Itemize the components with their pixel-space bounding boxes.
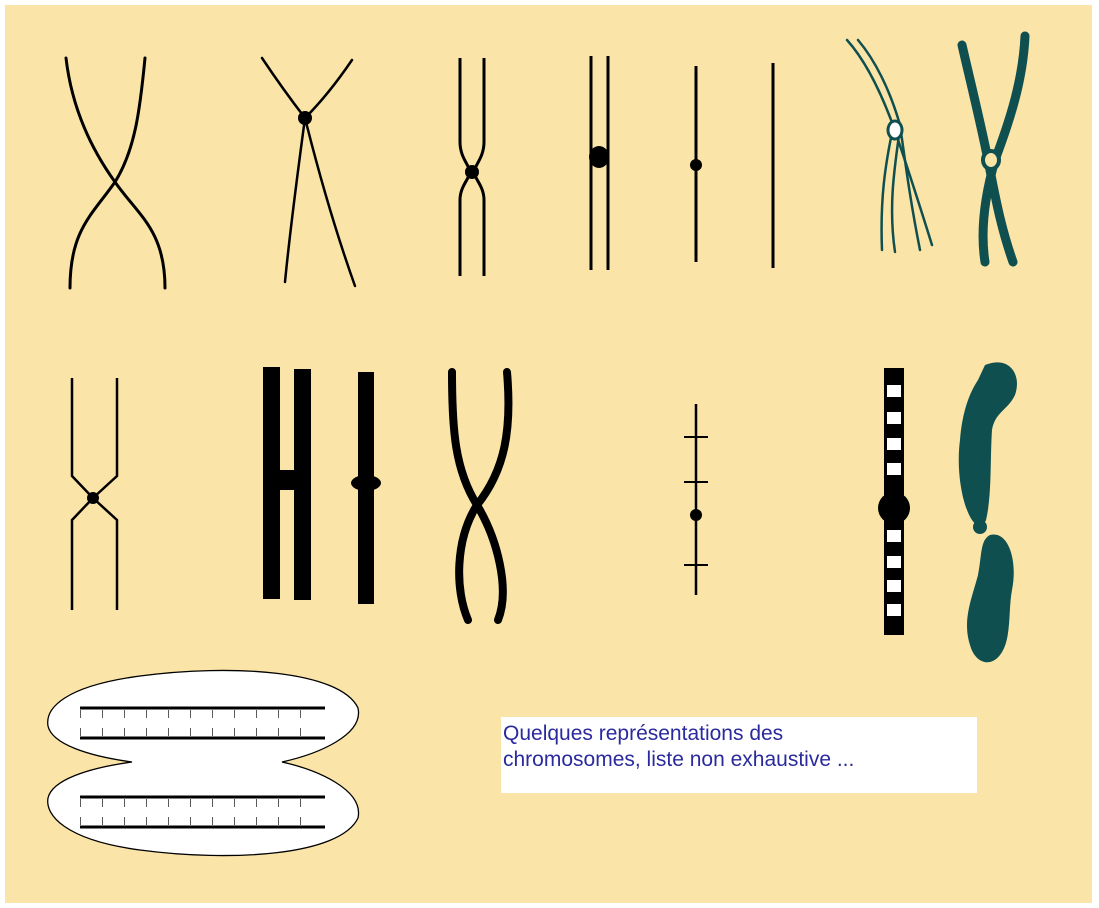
- chromosome-bar-centromere: [351, 372, 381, 604]
- chromosome-x-thin: [72, 378, 117, 610]
- chromosome-h-block: [263, 367, 311, 600]
- caption-box: Quelques représentations des chromosomes…: [501, 717, 977, 793]
- chromosome-ladder-ellipses: [48, 670, 359, 855]
- caption-line-2: chromosomes, liste non exhaustive ...: [503, 747, 977, 773]
- chromosome-crossed-thin: [66, 58, 165, 288]
- chromosome-v-crossed: [262, 58, 355, 286]
- chromosome-teal-thick: [962, 36, 1025, 262]
- caption-line-1: Quelques représentations des: [503, 721, 977, 747]
- chromosome-single-line: [690, 66, 702, 262]
- chromosome-ticked-line: [684, 404, 708, 595]
- chromosome-thick-curve: [452, 372, 508, 620]
- chromosome-teal-blob: [959, 362, 1017, 662]
- chromosome-parallel-centromere: [589, 56, 609, 270]
- chromosome-pinched-double: [460, 58, 484, 276]
- chromosome-banded: [878, 368, 910, 635]
- chromosome-teal-thin: [847, 40, 932, 252]
